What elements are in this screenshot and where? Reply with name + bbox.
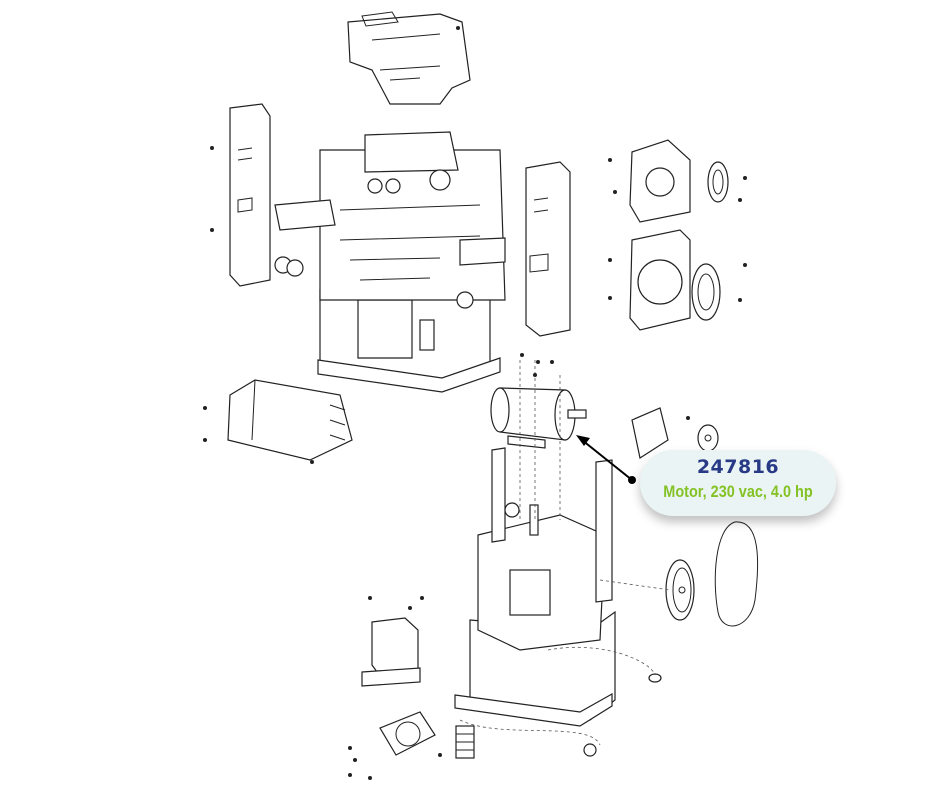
- drive-belt: [714, 521, 759, 627]
- main-machine-assembly: [274, 131, 506, 393]
- wire-path: [459, 646, 656, 746]
- top-cover: [347, 11, 471, 105]
- fan-housing-upper: [629, 139, 691, 223]
- lower-frame: [454, 360, 616, 727]
- screws: [203, 26, 747, 780]
- front-cover: [227, 379, 353, 461]
- terminal-block: [455, 725, 475, 759]
- right-side-panel: [525, 161, 571, 337]
- callout-arrow: [576, 435, 636, 484]
- part-number: 247816: [696, 456, 780, 478]
- grommet-small: [648, 673, 662, 683]
- fan-housing-lower: [629, 229, 691, 331]
- grommet: [583, 743, 597, 757]
- part-description: Motor, 230 vac, 4.0 hp: [663, 482, 813, 501]
- cooling-fan: [379, 711, 436, 756]
- motor-bracket: [631, 407, 719, 459]
- part-callout[interactable]: 247816 Motor, 230 vac, 4.0 hp: [640, 450, 836, 516]
- transformer: [361, 617, 421, 687]
- drive-pulley: [665, 559, 695, 621]
- fan-grills: [691, 161, 729, 321]
- left-side-panel: [229, 103, 271, 287]
- motor: [490, 387, 587, 449]
